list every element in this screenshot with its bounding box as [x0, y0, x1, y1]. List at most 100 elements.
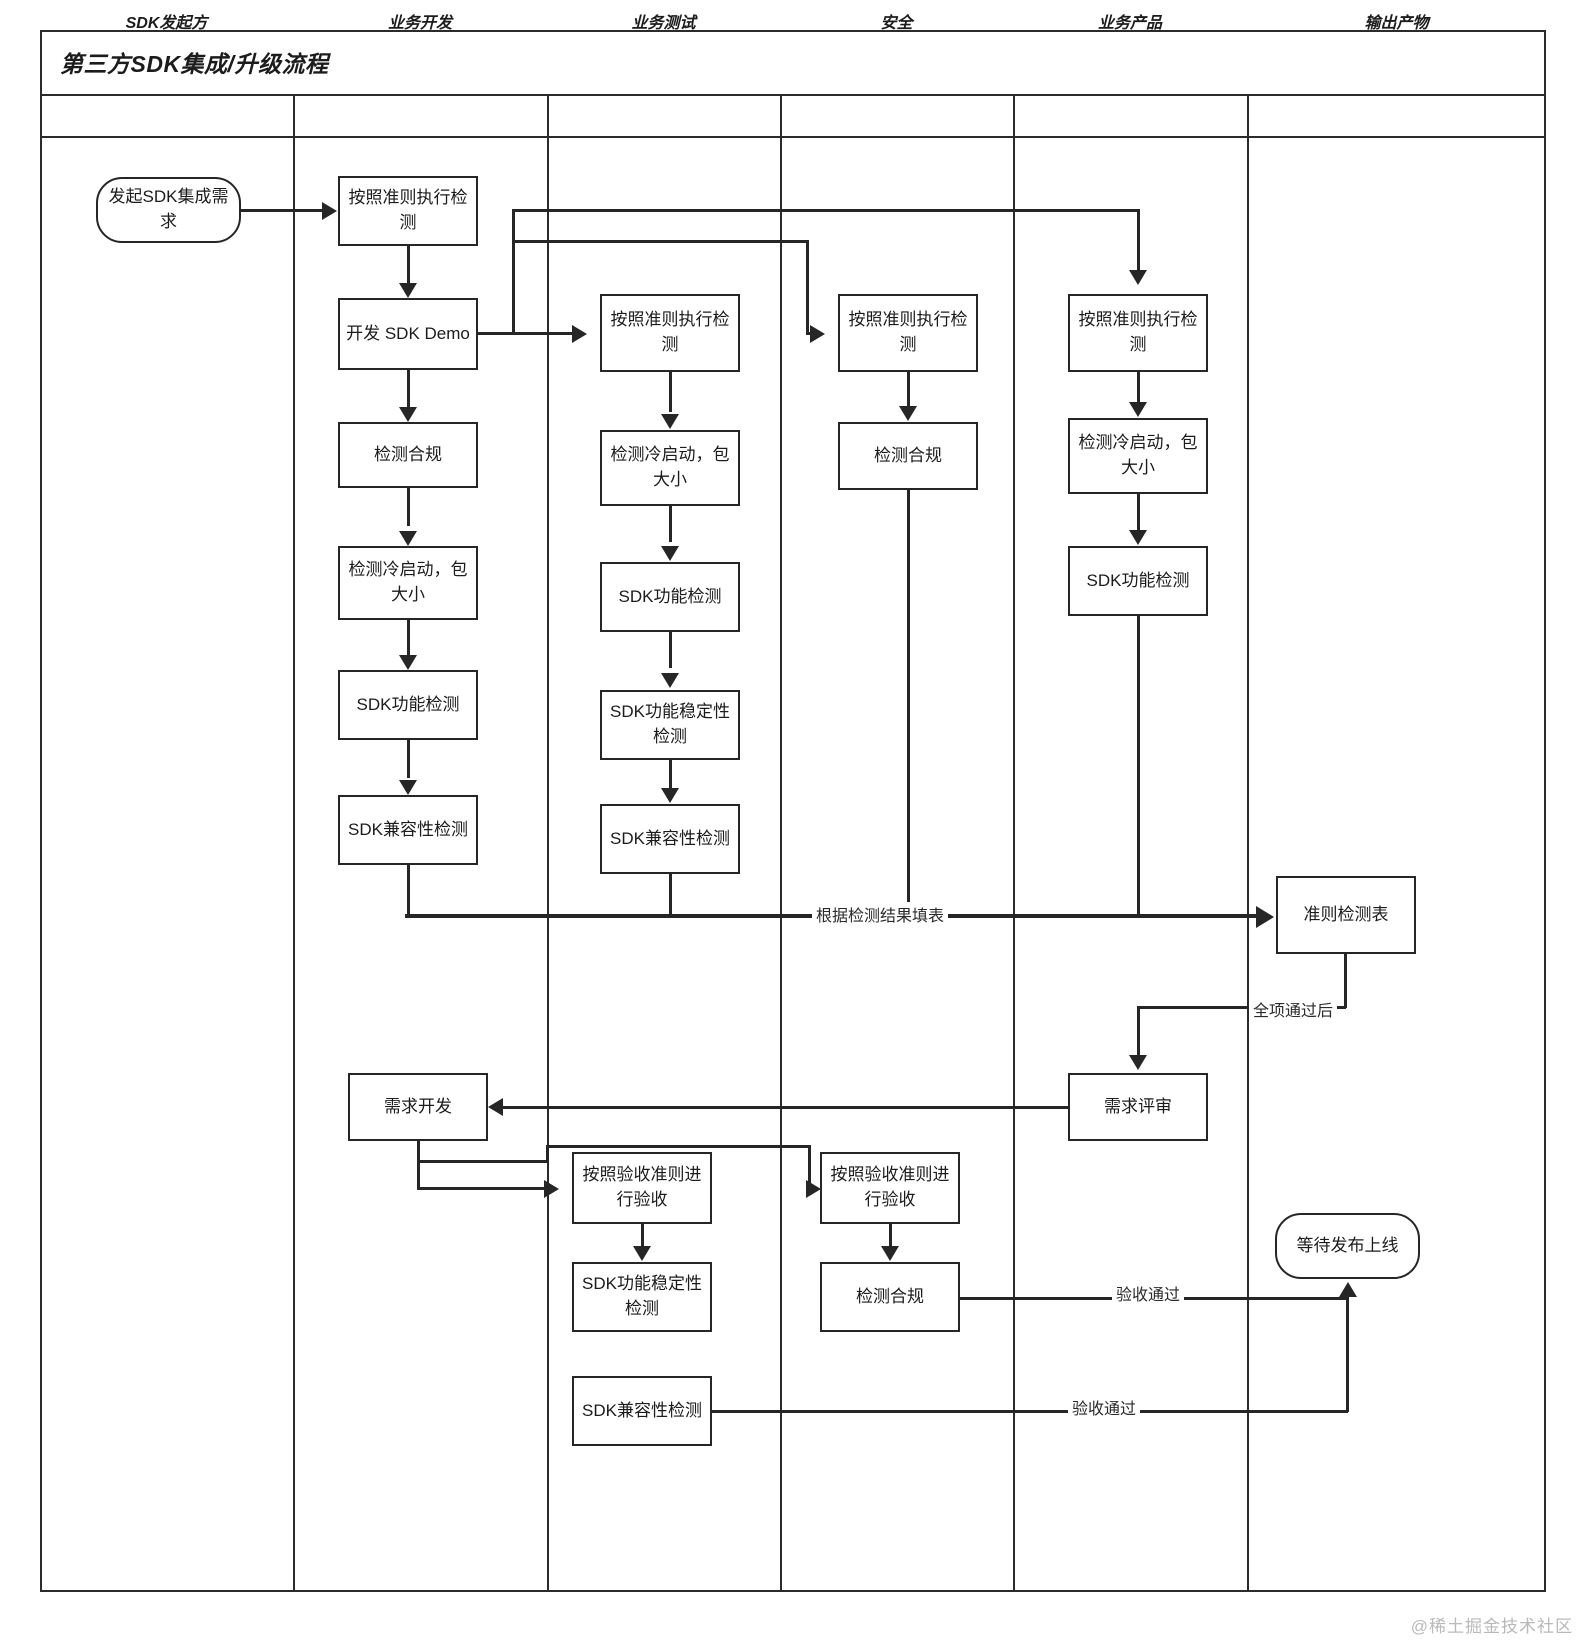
lane-header-business-product: 业务产品	[1097, 15, 1162, 32]
lane-divider-1	[293, 96, 295, 1592]
edge-dev-check-to-demo	[407, 246, 410, 284]
watermark: @稀土掘金技术社区	[1410, 1617, 1573, 1636]
lane-header-output-artifact: 输出产物	[1364, 15, 1429, 32]
edge-prod-check-to-coldstart	[1137, 372, 1140, 402]
edge-form-to-review-h	[1137, 1006, 1346, 1009]
edge-test-coldstart-to-func	[669, 506, 672, 542]
lane-header-business-test: 业务测试	[631, 15, 696, 32]
edge-sec-compliance-to-form	[907, 490, 910, 916]
arrowhead-test-accept-to-stability	[633, 1246, 651, 1261]
node-develop-sdk-demo[interactable]: 开发 SDK Demo	[338, 298, 478, 370]
arrowhead-test-check-to-coldstart	[661, 414, 679, 429]
arrowhead-reqdev-to-sec-accept	[806, 1180, 821, 1198]
arrowhead-demo-to-product	[1129, 270, 1147, 285]
lane-divider-2	[547, 96, 549, 1592]
edge-demo-to-product-h	[512, 209, 1140, 212]
node-test-coldstart-check[interactable]: 检测冷启动，包大小	[600, 430, 740, 506]
edge-start-to-dev-check	[241, 209, 324, 212]
arrowhead-form-to-review	[1129, 1055, 1147, 1070]
edge-reqdev-to-sec-v2	[808, 1145, 811, 1188]
edge-test-stability-to-compat	[669, 760, 672, 788]
node-security-compliance-check[interactable]: 检测合规	[838, 422, 978, 490]
arrowhead-form-collector	[1256, 906, 1274, 928]
node-requirement-development[interactable]: 需求开发	[348, 1073, 488, 1141]
edge-demo-to-security-h	[512, 240, 808, 243]
node-product-check-by-guideline[interactable]: 按照准则执行检测	[1068, 294, 1208, 372]
arrowhead-reqdev-to-test-accept	[544, 1180, 559, 1198]
edge-demo-branch-stem	[478, 332, 574, 335]
diagram-title-bar: 第三方SDK集成/升级流程	[40, 30, 1546, 96]
edge-demo-to-security-v	[806, 240, 809, 333]
swimlane-header-row	[40, 96, 1546, 138]
node-test-sdk-compat-check[interactable]: SDK兼容性检测	[600, 804, 740, 874]
lane-header-sdk-initiator: SDK发起方	[125, 15, 208, 32]
lane-header-security: 安全	[880, 15, 913, 32]
node-product-sdk-function-check[interactable]: SDK功能检测	[1068, 546, 1208, 616]
node-product-coldstart-check[interactable]: 检测冷启动，包大小	[1068, 418, 1208, 494]
node-security-check-by-guideline[interactable]: 按照准则执行检测	[838, 294, 978, 372]
node-test-sdk-function-check[interactable]: SDK功能检测	[600, 562, 740, 632]
node-test-acceptance-stability-check[interactable]: SDK功能稳定性检测	[572, 1262, 712, 1332]
lane-divider-3	[780, 96, 782, 1592]
arrowhead-review-to-reqdev	[488, 1098, 503, 1116]
node-dev-sdk-compat-check[interactable]: SDK兼容性检测	[338, 795, 478, 865]
edge-review-to-reqdev	[502, 1106, 1068, 1109]
edge-test-compat-to-form	[669, 874, 672, 916]
edge-prod-func-to-form	[1137, 616, 1140, 916]
edge-form-to-review-v1	[1344, 954, 1347, 1008]
node-requirement-review[interactable]: 需求评审	[1068, 1073, 1208, 1141]
edge-reqdev-to-sec-h1	[417, 1160, 548, 1163]
arrowhead-test-func-to-stability	[661, 673, 679, 688]
edge-test-check-to-coldstart	[669, 372, 672, 412]
edge-sec-check-to-compliance	[907, 372, 910, 408]
edge-test-accept-to-stability	[641, 1224, 644, 1246]
arrowhead-test-coldstart-to-func	[661, 546, 679, 561]
edge-reqdev-to-sec-h2	[546, 1145, 810, 1148]
lane-header-business-dev: 业务开发	[387, 15, 452, 32]
node-test-sdk-stability-check[interactable]: SDK功能稳定性检测	[600, 690, 740, 760]
node-test-acceptance-by-criteria[interactable]: 按照验收准则进行验收	[572, 1152, 712, 1224]
arrowhead-demo-to-compliance	[399, 407, 417, 422]
arrowhead-compliance-to-coldstart	[399, 531, 417, 546]
edge-demo-to-product-v	[1137, 209, 1140, 271]
diagram-frame	[40, 30, 1546, 1592]
page-title: 第三方SDK集成/升级流程	[60, 51, 329, 77]
edge-label-fill-form-by-result: 根据检测结果填表	[812, 902, 949, 926]
arrowhead-func-to-compat	[399, 780, 417, 795]
edge-test-func-to-stability	[669, 632, 672, 668]
edge-func-to-compat	[407, 740, 410, 778]
edge-reqdev-out-v	[417, 1141, 420, 1189]
edge-demo-branch-riser	[512, 209, 515, 334]
node-waiting-for-release[interactable]: 等待发布上线	[1275, 1213, 1420, 1279]
edge-form-to-review-v2	[1137, 1006, 1140, 1056]
edge-compliance-to-coldstart	[407, 488, 410, 526]
node-security-acceptance-by-criteria[interactable]: 按照验收准则进行验收	[820, 1152, 960, 1224]
node-initiate-sdk-request[interactable]: 发起SDK集成需求	[96, 177, 241, 243]
node-guideline-check-form[interactable]: 准则检测表	[1276, 876, 1416, 954]
node-dev-check-by-guideline[interactable]: 按照准则执行检测	[338, 176, 478, 246]
edge-label-acceptance-passed-1: 验收通过	[1112, 1281, 1185, 1305]
node-dev-coldstart-check[interactable]: 检测冷启动，包大小	[338, 546, 478, 620]
edge-demo-to-compliance	[407, 370, 410, 408]
arrowhead-start-to-dev-check	[322, 202, 337, 220]
arrowhead-demo-to-test-check	[572, 325, 587, 343]
arrowhead-sec-check-to-compliance	[899, 406, 917, 421]
arrowhead-prod-coldstart-to-func	[1129, 530, 1147, 545]
node-security-acceptance-compliance[interactable]: 检测合规	[820, 1262, 960, 1332]
node-test-acceptance-compat-check[interactable]: SDK兼容性检测	[572, 1376, 712, 1446]
lane-divider-5	[1247, 96, 1249, 1592]
edge-test-compat-to-release-h	[712, 1410, 1348, 1413]
edge-label-all-items-passed: 全项通过后	[1249, 997, 1338, 1021]
edge-coldstart-to-func	[407, 620, 410, 656]
edge-prod-coldstart-to-func	[1137, 494, 1140, 530]
arrowhead-prod-check-to-coldstart	[1129, 402, 1147, 417]
edge-dev-compat-to-form-v	[407, 865, 410, 915]
node-dev-compliance-check[interactable]: 检测合规	[338, 422, 478, 488]
arrowhead-dev-check-to-demo	[399, 283, 417, 298]
arrowhead-demo-to-security	[810, 325, 825, 343]
edge-label-acceptance-passed-2: 验收通过	[1068, 1395, 1141, 1419]
node-dev-sdk-function-check[interactable]: SDK功能检测	[338, 670, 478, 740]
edge-test-compat-to-release-v	[1346, 1297, 1349, 1412]
edge-reqdev-to-sec-v1	[546, 1145, 549, 1162]
node-test-check-by-guideline[interactable]: 按照准则执行检测	[600, 294, 740, 372]
